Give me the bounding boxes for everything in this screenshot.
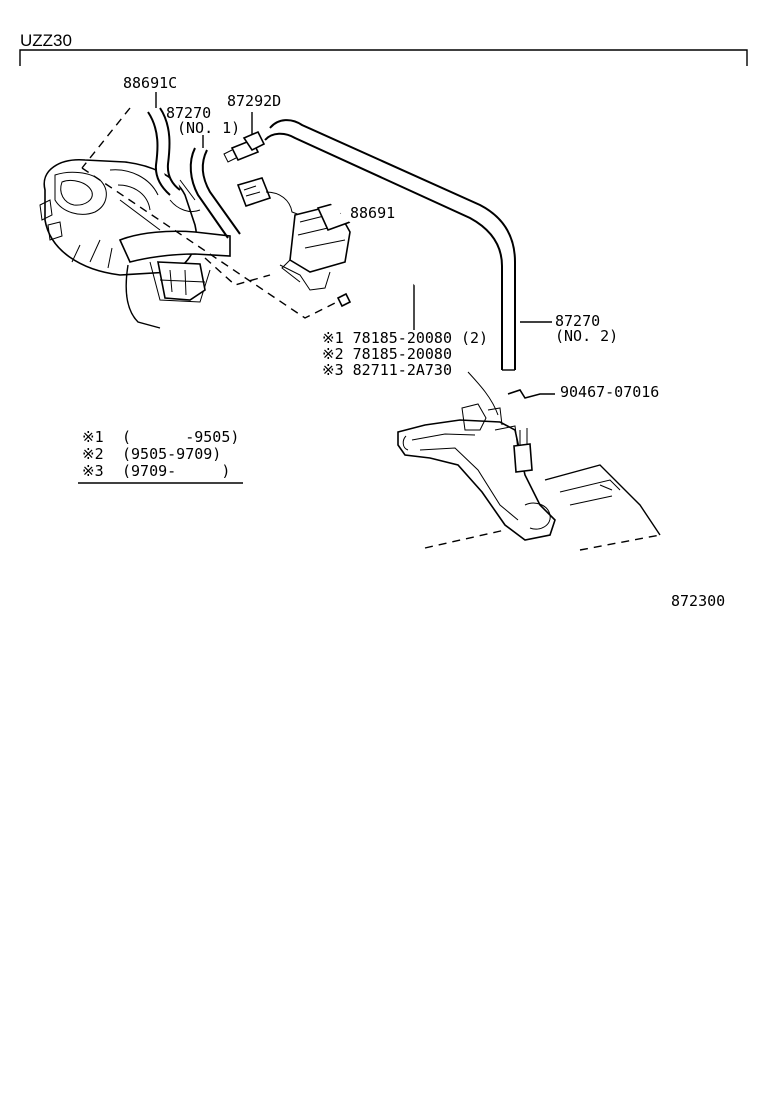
leader-refs xyxy=(467,371,499,416)
legend-range-3: (9709- ) xyxy=(122,462,230,480)
hose-87270-no2 xyxy=(264,119,516,370)
label-87270-no2: 87270 xyxy=(555,312,600,330)
label-87270-no1-sub: (NO. 1) xyxy=(177,119,240,137)
header-bracket xyxy=(19,49,748,66)
legend-range-1: ( -9505) xyxy=(122,428,239,446)
legend: ※1 ( -9505) ※2 (9505-9709) ※3 (9709- ) xyxy=(78,428,243,484)
dashed-outline xyxy=(81,107,346,319)
hose-88691c xyxy=(147,107,181,196)
label-88691: 88691 xyxy=(350,204,395,222)
ref-line-3: ※3 82711-2A730 xyxy=(322,361,452,379)
engine-component-drawing xyxy=(39,159,231,329)
legend-mark-1: ※1 xyxy=(82,428,104,446)
ref-line-2: ※2 78185-20080 xyxy=(322,345,452,363)
intake-manifold-drawing xyxy=(397,403,661,551)
dashed-link xyxy=(204,257,271,286)
legend-mark-2: ※2 xyxy=(82,445,104,463)
figure-number: 872300 xyxy=(671,592,725,610)
label-87270-no2-sub: (NO. 2) xyxy=(555,327,618,345)
label-90467: 90467-07016 xyxy=(560,383,659,401)
hose-87270-no1 xyxy=(189,147,241,239)
model-code: UZZ30 xyxy=(20,31,72,50)
legend-range-2: (9505-9709) xyxy=(122,445,221,463)
ref-line-1: ※1 78185-20080 (2) xyxy=(322,329,488,347)
legend-mark-3: ※3 xyxy=(82,462,104,480)
label-88691c: 88691C xyxy=(123,74,177,92)
label-87270-no1: 87270 xyxy=(166,104,211,122)
valve-87292d xyxy=(223,112,266,163)
label-87292d: 87292D xyxy=(227,92,281,110)
clip-90467 xyxy=(507,389,555,399)
